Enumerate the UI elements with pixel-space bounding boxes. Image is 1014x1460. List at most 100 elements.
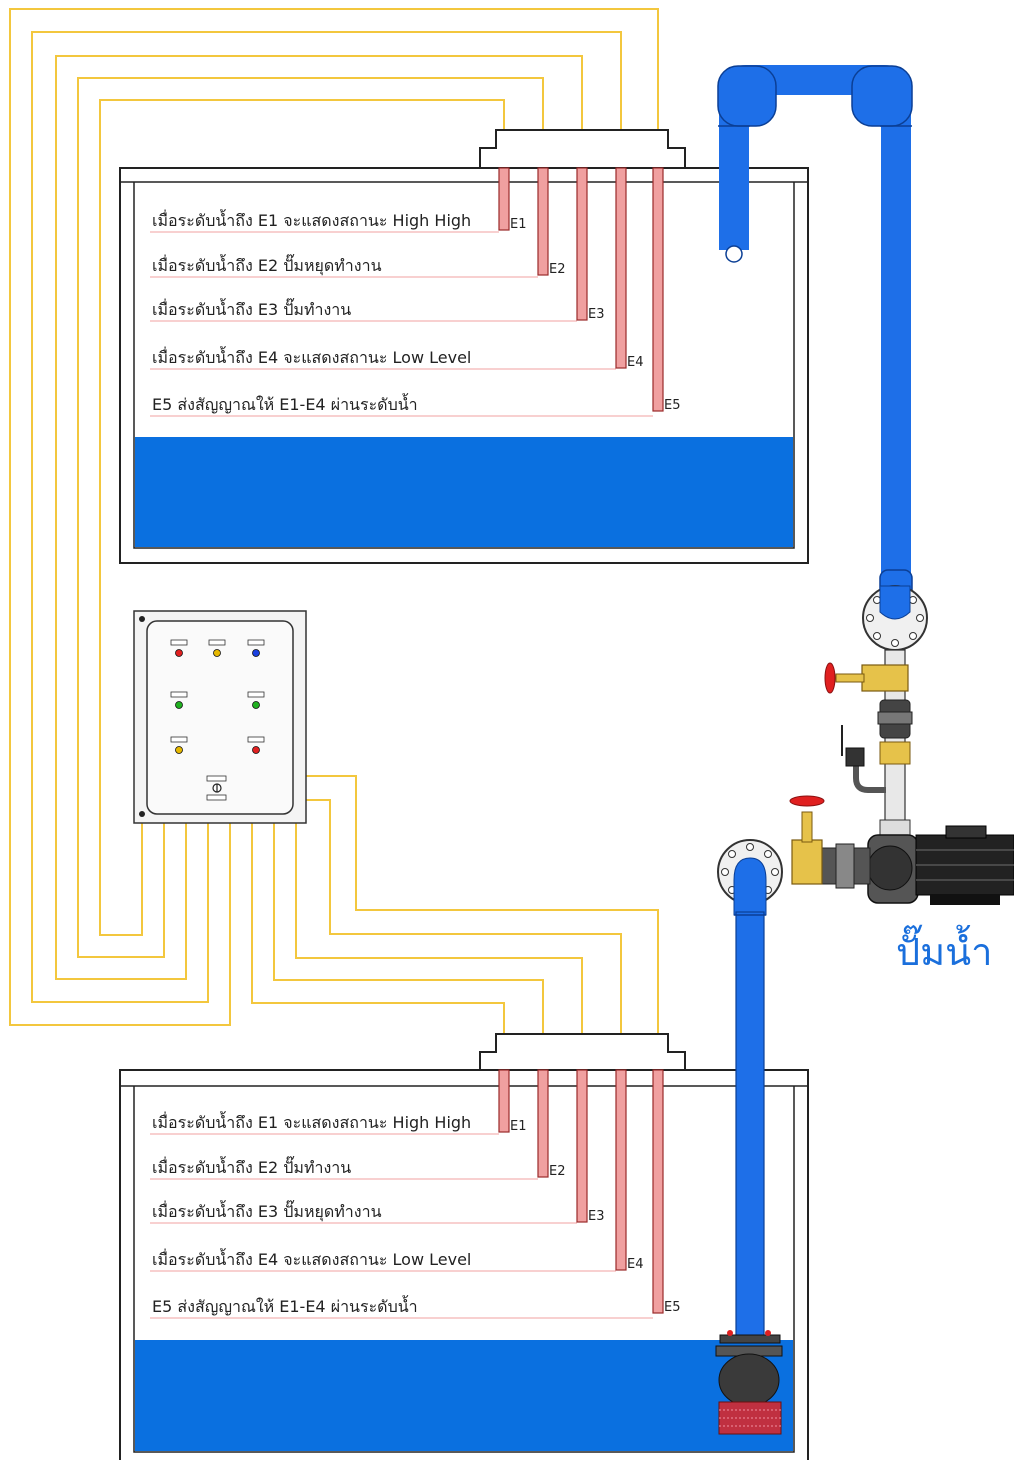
foot-valve-body xyxy=(718,1353,780,1407)
level-description: เมื่อระดับน้ำถึง E3 ปั๊มทำงาน xyxy=(152,298,351,319)
coupling-gold xyxy=(879,741,911,765)
pump-label: ปั๊มน้ำ xyxy=(896,924,992,974)
flange-bolt xyxy=(746,843,754,851)
upper-tank-wiring xyxy=(9,8,659,1026)
electrode-label: E1 xyxy=(510,217,527,232)
flange-bolt xyxy=(728,850,736,858)
wire-upper-e4 xyxy=(31,31,622,1003)
pump-base xyxy=(930,895,1000,905)
level-description: เมื่อระดับน้ำถึง E4 จะแสดงสถานะ Low Leve… xyxy=(152,1248,471,1269)
suction-pipe xyxy=(735,911,765,1338)
flange-bolt xyxy=(721,868,729,876)
level-description: เมื่อระดับน้ำถึง E2 ปั๊มหยุดทำงาน xyxy=(152,254,382,276)
electrode-label: E2 xyxy=(549,1164,566,1179)
level-description: เมื่อระดับน้ำถึง E4 จะแสดงสถานะ Low Leve… xyxy=(152,346,471,367)
electrode-label: E5 xyxy=(664,1300,681,1315)
solenoid-valve xyxy=(845,747,865,767)
level-description: E5 ส่งสัญญาณให้ E1-E4 ผ่านระดับน้ำ xyxy=(152,393,418,414)
pipe-outlet-end xyxy=(725,245,743,263)
foot-valve-bolt xyxy=(765,1330,771,1336)
valve-stem-lower xyxy=(801,811,813,843)
electrode-label: E3 xyxy=(588,307,605,322)
level-description: เมื่อระดับน้ำถึง E1 จะแสดงสถานะ High Hig… xyxy=(152,1111,471,1132)
lamp-nameplate xyxy=(170,736,188,743)
gate-valve-handwheel-icon[interactable] xyxy=(789,795,825,807)
flange-bolt xyxy=(916,614,924,622)
electrode-probe-e5 xyxy=(652,1069,664,1314)
gate-valve-body-lower xyxy=(791,839,823,885)
pilot-lamp-icon xyxy=(175,701,183,709)
foot-valve xyxy=(715,1330,783,1435)
pump xyxy=(789,795,1014,905)
flange-bolt xyxy=(909,632,917,640)
lower-tank-hatch xyxy=(479,1033,686,1070)
flange-bolt xyxy=(764,850,772,858)
pilot-lamp-icon xyxy=(252,701,260,709)
wire-lower-e1 xyxy=(251,822,505,1070)
electrode-probe-e2 xyxy=(537,167,549,276)
wire-lower-e3 xyxy=(295,822,583,1070)
lower-tank-inner-wall xyxy=(133,1086,795,1453)
lower-tank-body xyxy=(119,1069,809,1460)
wire-lower-e2 xyxy=(273,822,544,1070)
panel-screw-top xyxy=(139,616,145,622)
electrode-label: E1 xyxy=(510,1119,527,1134)
lamp-nameplate xyxy=(170,691,188,698)
foot-valve-flange-top xyxy=(719,1334,781,1344)
pilot-lamp-icon xyxy=(175,746,183,754)
panel-selector-plate-bottom xyxy=(206,794,227,801)
wire-lower-e5 xyxy=(306,775,659,1070)
check-valve-bypass xyxy=(853,762,886,793)
lower-tank: เมื่อระดับน้ำถึง E1 จะแสดงสถานะ High Hig… xyxy=(119,1033,809,1460)
wire-upper-e5 xyxy=(9,8,659,1026)
lamp-nameplate xyxy=(247,639,265,646)
level-description: E5 ส่งสัญญาณให้ E1-E4 ผ่านระดับน้ำ xyxy=(152,1295,418,1316)
panel-screw-bottom xyxy=(139,811,145,817)
flange-bolt xyxy=(873,632,881,640)
pilot-lamp-icon xyxy=(252,746,260,754)
electrode-probe-e1 xyxy=(498,167,510,231)
pilot-lamp-icon xyxy=(252,649,260,657)
level-description: เมื่อระดับน้ำถึง E3 ปั๊มหยุดทำงาน xyxy=(152,1200,382,1222)
pilot-lamp-icon xyxy=(175,649,183,657)
suction-elbow xyxy=(733,857,767,916)
upper-flange xyxy=(862,585,928,651)
union-fitting-band xyxy=(877,711,913,725)
flange-bolt xyxy=(771,868,779,876)
foot-valve-bolt xyxy=(727,1330,733,1336)
electrode-probe-e1 xyxy=(498,1069,510,1133)
electrode-probe-e3 xyxy=(576,1069,588,1223)
electrode-label: E4 xyxy=(627,355,644,370)
lower-tank-wiring xyxy=(251,775,659,1070)
electrode-probe-e5 xyxy=(652,167,664,412)
lamp-nameplate xyxy=(170,639,188,646)
lamp-nameplate xyxy=(247,691,265,698)
level-description: เมื่อระดับน้ำถึง E1 จะแสดงสถานะ High Hig… xyxy=(152,209,471,230)
pilot-lamp-icon xyxy=(213,649,221,657)
elbow-right xyxy=(851,65,913,127)
gate-valve-handwheel-icon[interactable] xyxy=(824,662,836,694)
electrode-label: E5 xyxy=(664,398,681,413)
valve-stem-upper xyxy=(835,673,865,683)
electrode-probe-e4 xyxy=(615,167,627,369)
flange-bolt xyxy=(866,614,874,622)
suction-union-band xyxy=(835,843,855,889)
flange-pipe-entry xyxy=(879,585,911,620)
control-panel xyxy=(133,610,307,824)
wire-upper-e3 xyxy=(55,55,583,980)
suction-line xyxy=(717,839,783,1338)
elbow-left xyxy=(717,65,777,127)
flange-bolt xyxy=(873,596,881,604)
gate-valve-body-upper xyxy=(861,664,909,692)
flange-bolt xyxy=(909,596,917,604)
electrode-probe-e4 xyxy=(615,1069,627,1271)
electrode-label: E4 xyxy=(627,1257,644,1272)
wire-upper-e1 xyxy=(99,99,505,936)
upper-tank-inner-wall xyxy=(133,182,795,549)
valve-train xyxy=(824,649,913,843)
flange-bolt xyxy=(891,639,899,647)
control-panel-door xyxy=(146,620,294,815)
electrode-probe-e2 xyxy=(537,1069,549,1178)
motor-terminal-box xyxy=(945,825,987,839)
level-description: เมื่อระดับน้ำถึง E2 ปั๊มทำงาน xyxy=(152,1156,351,1177)
